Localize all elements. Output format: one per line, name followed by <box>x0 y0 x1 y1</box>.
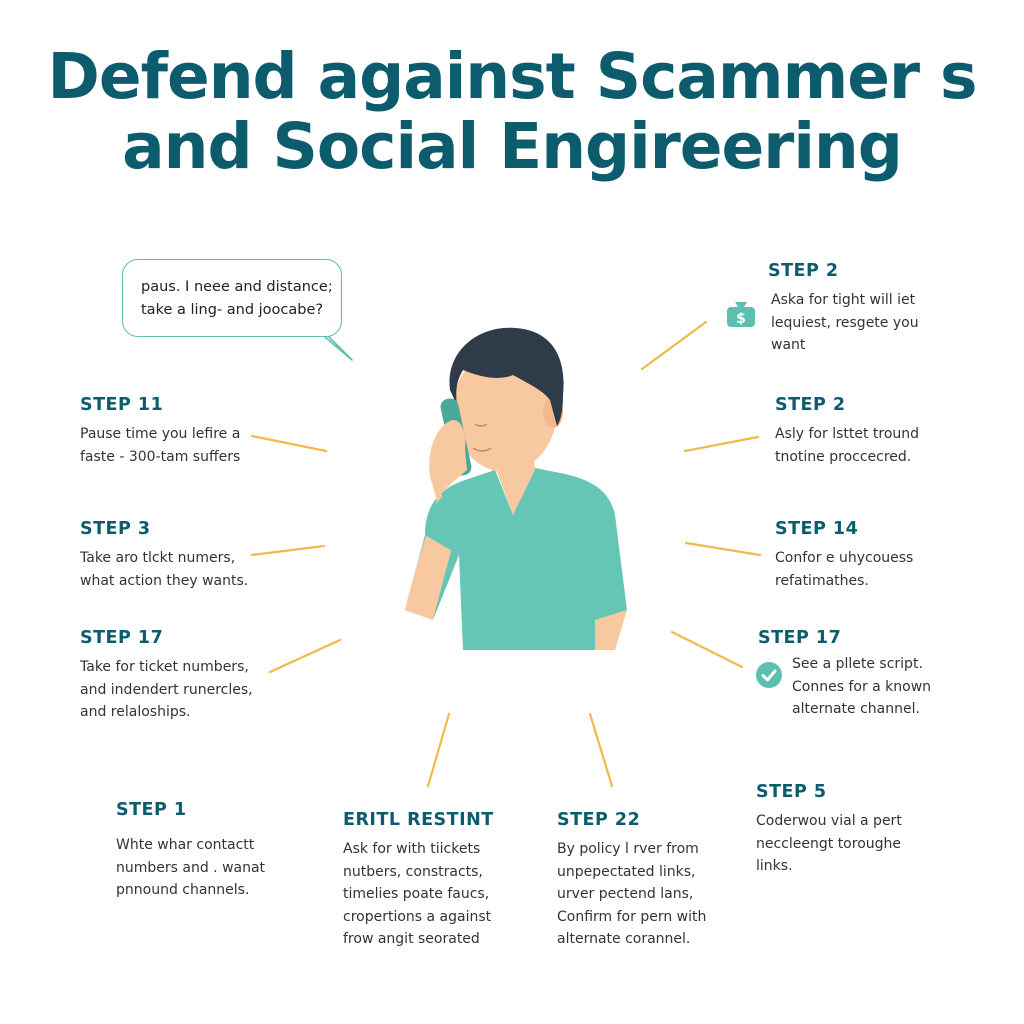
step-text-line: alternate channel. <box>792 701 920 717</box>
step-card: STEP 1 Whte whar contactt numbers and . … <box>116 800 265 902</box>
step-text-line: refatimathes. <box>775 572 869 589</box>
step-text-line: By policy l rver from <box>557 841 699 857</box>
step-text-line: See a pllete script. <box>792 656 923 672</box>
person-on-phone-illustration <box>405 327 627 650</box>
mouth <box>472 447 492 452</box>
step-card: STEP 2 <box>768 261 839 289</box>
step-card: STEP 3 Take aro tlckt numers, what actio… <box>80 519 248 592</box>
step-card: STEP 17 Take for ticket numbers, and ind… <box>80 628 253 724</box>
step-text-line: Take for ticket numbers, <box>80 659 249 675</box>
ray-line <box>670 630 744 669</box>
step-text-line: neccleengt toroughe <box>756 835 902 852</box>
step-text-line: cropertions a against <box>343 908 492 925</box>
speech-bubble: paus. I neee and distance; take a ling- … <box>122 259 342 337</box>
step-card: STEP 17 <box>758 628 841 656</box>
ray-line <box>683 435 760 453</box>
step-card-body: See a pllete script. Connes for a known … <box>792 653 931 721</box>
step-text-line: and relaloships. <box>80 704 191 720</box>
step-text-line: want <box>771 337 806 353</box>
step-heading: ERITL RESTINT <box>343 810 494 830</box>
eye <box>474 423 488 427</box>
sleeve <box>425 482 465 555</box>
hair <box>449 327 564 426</box>
ray-line <box>640 320 708 371</box>
step-text-line: Pause time you lefire a <box>80 426 241 442</box>
step-text-line: links. <box>756 858 793 874</box>
step-text-line: urver pectend lans, <box>557 886 694 902</box>
speech-bubble-line-2: take a ling- and joocabe? <box>141 302 324 318</box>
page-title-line-1: Defend against Scammer s <box>47 40 978 113</box>
svg-text:$: $ <box>736 311 746 327</box>
step-card: STEP 2 Asly for lsttet tround tnotine pr… <box>775 395 919 468</box>
step-card: STEP 11 Pause time you lefire a faste - … <box>80 395 240 468</box>
step-text-line: lequiest, resgete you <box>771 314 919 331</box>
step-heading: STEP 22 <box>557 810 641 830</box>
step-text-line: frow angit seorated <box>343 931 480 947</box>
step-heading: STEP 17 <box>80 628 164 648</box>
step-card: STEP 5 Coderwou vial a pert neccleengt t… <box>756 782 902 878</box>
right-arm <box>595 610 627 650</box>
ray-line <box>426 712 451 788</box>
ray-line <box>268 638 342 674</box>
page-title-line-2: and Social Engireering <box>122 110 903 183</box>
step-text-line: Whte whar contactt <box>116 837 255 853</box>
step-text-line: faste - 300-tam suffers <box>80 448 241 465</box>
step-text-line: unpepectated links, <box>557 863 696 880</box>
step-text-line: Coderwou vial a pert <box>756 813 902 829</box>
ray-line <box>588 712 614 788</box>
step-text-line: Connes for a known <box>792 678 932 695</box>
step-heading: STEP 2 <box>768 261 839 281</box>
step-card-body: Aska for tight will iet lequiest, resget… <box>771 289 919 357</box>
step-text-line: and indendert runercles, <box>80 681 253 698</box>
step-text-line: alternate corannel. <box>557 931 691 947</box>
step-text-line: nutbers, constracts, <box>343 863 483 880</box>
step-text-line: Confor e uhycouess <box>775 550 914 566</box>
step-text-line: numbers and . wanat <box>116 859 266 876</box>
ray-line <box>250 434 328 453</box>
ray-line <box>250 544 326 557</box>
hand <box>429 420 467 500</box>
step-text-line: Take aro tlckt numers, <box>80 550 236 566</box>
checkmark-icon <box>755 661 783 693</box>
step-heading: STEP 11 <box>80 395 164 415</box>
step-text-line: what action they wants. <box>80 572 249 589</box>
money-bag-icon: $ <box>724 296 758 334</box>
step-text-line: Aska for tight will iet <box>771 292 916 308</box>
step-heading: STEP 5 <box>756 782 827 802</box>
step-heading: STEP 1 <box>116 800 187 820</box>
step-heading: STEP 2 <box>775 395 846 415</box>
step-card: STEP 22 By policy l rver from unpepectat… <box>557 810 706 951</box>
step-text-line: timelies poate faucs, <box>343 886 490 902</box>
step-heading: STEP 3 <box>80 519 151 539</box>
step-text-line: tnotine proccecred. <box>775 448 912 465</box>
step-text-line: Ask for with tiickets <box>343 841 481 857</box>
step-text-line: Confirm for pern with <box>557 908 707 925</box>
step-heading: STEP 14 <box>775 519 859 539</box>
step-heading: STEP 17 <box>758 628 842 648</box>
speech-bubble-line-1: paus. I neee and distance; <box>141 279 333 295</box>
step-card: ERITL RESTINT Ask for with tiickets nutb… <box>343 810 494 951</box>
step-card: STEP 14 Confor e uhycouess refatimathes. <box>775 519 913 592</box>
ray-line <box>684 541 762 557</box>
step-text-line: pnnound channels. <box>116 882 250 898</box>
step-text-line: Asly for lsttet tround <box>775 426 920 442</box>
